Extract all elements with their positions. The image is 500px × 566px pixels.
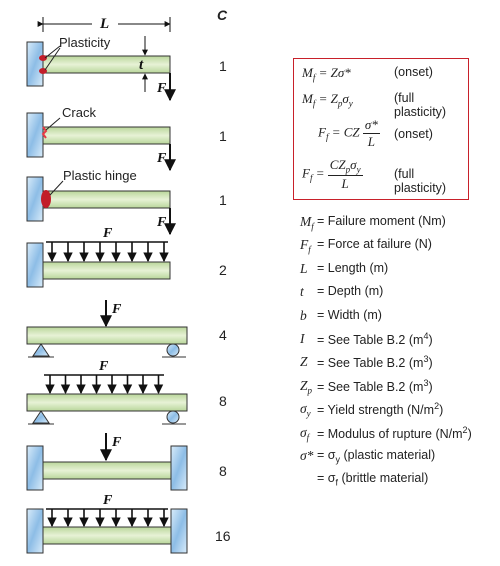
legend-description: = Depth (m)	[317, 284, 384, 299]
length-label: L	[99, 16, 109, 32]
symbol-legend: Mf= Failure moment (Nm)Ff= Force at fail…	[300, 214, 500, 495]
crack-label: Crack	[62, 105, 96, 120]
force-label: F	[102, 226, 113, 241]
legend-description: = σy (plastic material)	[317, 447, 436, 465]
legend-row: Zp= See Table B.2 (m3)	[300, 378, 500, 401]
crack-mark	[41, 126, 48, 139]
formula-note: (onset)	[394, 65, 433, 79]
legend-row: Z = See Table B.2 (m3)	[300, 354, 500, 377]
force-label: F	[98, 359, 109, 374]
legend-description: = Force at failure (N)	[317, 237, 432, 252]
case-3: Plastic hinge F 1	[26, 168, 227, 236]
legend-description: = Width (m)	[317, 307, 382, 322]
case-1: L Plasticity t F 1	[26, 16, 227, 102]
wall-support-left	[26, 508, 44, 554]
legend-symbol: I	[300, 330, 305, 346]
legend-description: = See Table B.2 (m4)	[317, 330, 433, 348]
legend-symbol: σ*	[300, 447, 314, 463]
legend-row: Ff = Force at failure (N)	[300, 237, 500, 260]
formula-note: (full plasticity)	[394, 91, 447, 119]
depth-label: t	[139, 57, 144, 73]
case-4: F 2	[26, 226, 227, 288]
beam	[42, 261, 171, 280]
pin-support	[32, 410, 50, 424]
roller-support	[166, 410, 180, 424]
legend-row: t = Depth (m)	[300, 284, 500, 307]
legend-symbol: σy	[300, 401, 311, 419]
legend-row: L = Length (m)	[300, 261, 500, 284]
plastic-hinge-label: Plastic hinge	[63, 168, 137, 183]
legend-symbol: Ff	[300, 237, 311, 256]
plastic-hinge-mark	[41, 190, 51, 208]
plastic-zone-top	[39, 55, 47, 61]
wall-support	[26, 242, 44, 288]
case-4-c-value: 2	[219, 262, 227, 278]
legend-description: = σf (brittle material)	[317, 471, 429, 488]
case-2-c-value: 1	[219, 128, 227, 144]
case-8: F 16	[26, 493, 231, 554]
beam	[42, 190, 171, 209]
column-header-c: C	[217, 7, 228, 23]
case-7-c-value: 8	[219, 463, 227, 479]
case-7: F 8	[26, 433, 227, 491]
legend-description: = Yield strength (N/m2)	[317, 401, 444, 418]
wall-support-right	[170, 508, 188, 554]
legend-description: = Modulus of rupture (N/m2)	[317, 424, 472, 441]
legend-description: = Length (m)	[317, 260, 389, 275]
legend-row: b = Width (m)	[300, 308, 500, 331]
legend-row: Mf= Failure moment (Nm)	[300, 214, 500, 237]
formula-note: (full plasticity)	[394, 167, 447, 195]
case-6: F 8	[26, 359, 227, 425]
legend-symbol: σf	[300, 424, 310, 443]
beam	[42, 461, 172, 480]
beam-diagram: C L Plasticity t F 1 Crack F 1	[26, 7, 231, 554]
legend-symbol: L	[300, 260, 308, 276]
legend-symbol: Mf	[300, 214, 314, 232]
wall-support	[26, 112, 44, 158]
roller-support	[166, 343, 180, 357]
force-label: F	[156, 151, 167, 166]
pin-support	[32, 343, 50, 357]
wall-support	[26, 41, 44, 87]
legend-symbol: Z	[300, 354, 308, 370]
legend-description: = See Table B.2 (m3)	[317, 377, 433, 394]
distributed-load	[47, 509, 169, 527]
force-label: F	[111, 435, 122, 450]
case-5: F 4	[26, 300, 227, 358]
legend-description: = Failure moment (Nm)	[317, 214, 446, 228]
beam	[26, 393, 188, 412]
legend-symbol: b	[300, 307, 307, 323]
legend-description: = See Table B.2 (m3)	[317, 354, 433, 371]
case-8-c-value: 16	[215, 528, 231, 544]
case-3-c-value: 1	[219, 192, 227, 208]
legend-symbol: t	[300, 284, 304, 300]
formula-note: (onset)	[394, 127, 433, 141]
force-label: F	[156, 215, 167, 230]
beam	[26, 326, 188, 345]
beam	[42, 55, 171, 74]
case-1-c-value: 1	[219, 58, 227, 74]
force-label: F	[156, 81, 167, 96]
force-label: F	[102, 493, 113, 508]
beam	[42, 526, 172, 545]
legend-row: = σf (brittle material)	[300, 471, 500, 494]
beam	[42, 126, 171, 145]
wall-support-left	[26, 445, 44, 491]
legend-row: σf = Modulus of rupture (N/m2)	[300, 425, 500, 448]
legend-row: I = See Table B.2 (m4)	[300, 331, 500, 354]
case-6-c-value: 8	[219, 393, 227, 409]
legend-row: σ*= σy (plastic material)	[300, 448, 500, 471]
plasticity-label: Plasticity	[59, 35, 111, 50]
distributed-load	[47, 242, 169, 262]
distributed-load	[45, 375, 164, 394]
formula-box: Mf = Zσ* (onset) Mf = Zpσy (full plastic…	[293, 58, 469, 200]
case-5-c-value: 4	[219, 327, 227, 343]
legend-symbol: Zp	[300, 377, 313, 396]
force-label: F	[111, 302, 122, 317]
wall-support-right	[170, 445, 188, 491]
wall-support	[26, 176, 44, 222]
case-2: Crack F 1	[26, 105, 227, 172]
legend-row: σy = Yield strength (N/m2)	[300, 401, 500, 424]
